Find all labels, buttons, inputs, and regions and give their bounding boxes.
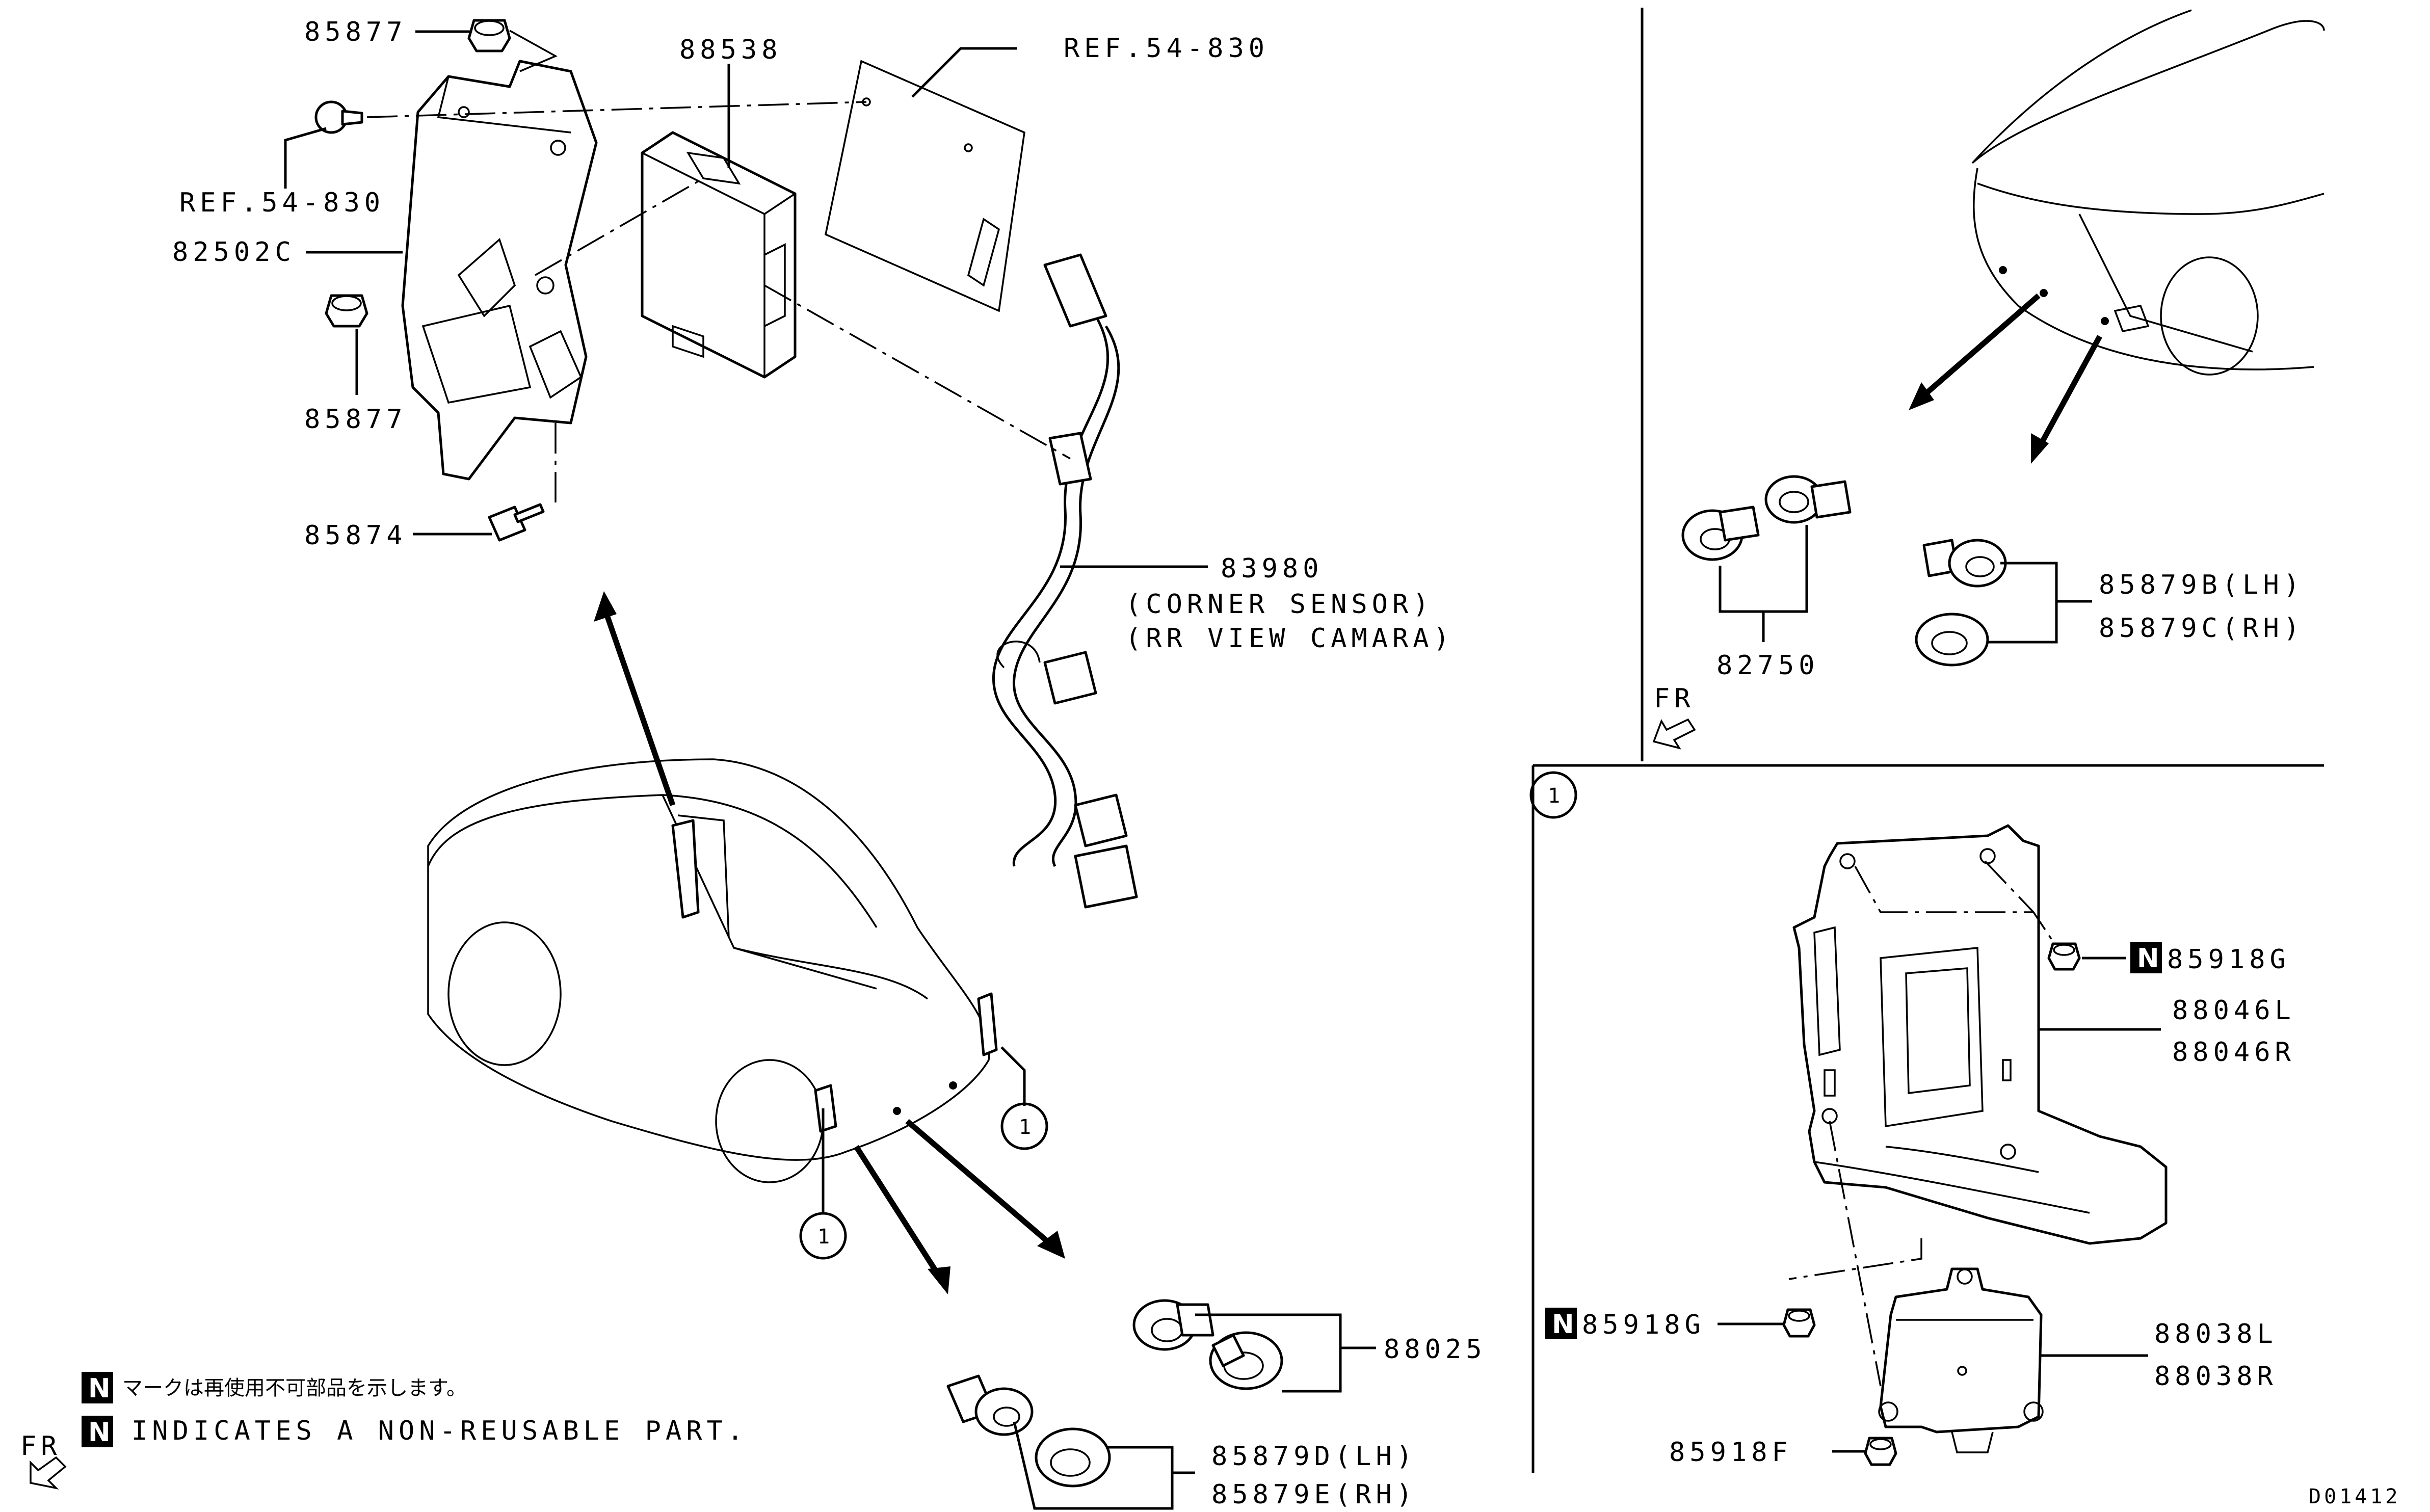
callouts-detail (1718, 957, 2161, 1453)
badge-85918g-top: N (2130, 942, 2162, 974)
car-front-view (1971, 9, 2325, 376)
svg-text:N: N (1552, 1309, 1574, 1340)
callouts-top-left (284, 30, 1208, 568)
arrows-left (594, 591, 1065, 1294)
label-85879d: 85879D(LH) (1211, 1441, 1417, 1472)
label-85877-top: 85877 (304, 17, 407, 47)
note-en: INDICATES A NON-REUSABLE PART. (131, 1416, 748, 1446)
fr-label-right: FR (1654, 683, 1695, 714)
bracket-82502c (401, 30, 598, 481)
label-88538: 88538 (679, 35, 782, 65)
detail-ref-label-a: 1 (817, 1225, 833, 1249)
label-88046r: 88046R (2172, 1037, 2295, 1068)
sensor-85879b-c (1915, 539, 2007, 667)
control-unit-88538 (641, 131, 797, 379)
label-83980: 83980 (1221, 553, 1324, 584)
clip-ref-left (314, 100, 363, 134)
nut-85918g-bottom (1782, 1308, 1816, 1338)
fr-arrow-right (1652, 718, 1696, 750)
svg-text:N: N (2137, 943, 2159, 974)
nut-85918g-top (2047, 942, 2081, 971)
detail-ref-circles (799, 771, 1577, 1260)
badge-85918g-bottom: N (1545, 1308, 1577, 1340)
label-88038r: 88038R (2154, 1361, 2278, 1392)
panel-frames (1531, 8, 2324, 1473)
bracket-85879d-e (1013, 1421, 1195, 1510)
detail-ref-label-c: 1 (1548, 784, 1563, 808)
label-85877-bottom: 85877 (304, 404, 407, 435)
assembly-lines-detail (1788, 860, 2055, 1387)
sensor-82750 (1681, 475, 1852, 561)
label-corner-sensor: (CORNER SENSOR) (1125, 589, 1434, 620)
bracket-85879b-c (1988, 562, 2092, 644)
fr-label-left: FR (20, 1431, 62, 1462)
label-88025: 88025 (1384, 1334, 1487, 1365)
arrows-right (1909, 293, 2102, 464)
detail-ref-label-b: 1 (1019, 1116, 1034, 1139)
label-ref-54-830-left: REF.54-830 (179, 188, 385, 218)
legend-badge-en: N (82, 1416, 113, 1448)
nut-85918f (1864, 1437, 1897, 1466)
label-ref-54-830-top: REF.54-830 (1064, 33, 1269, 64)
drawing-code: D01412 (2309, 1485, 2401, 1508)
label-82502c: 82502C (172, 237, 296, 268)
ref-unit-54-830 (825, 60, 1025, 312)
label-88046l: 88046L (2172, 995, 2295, 1026)
unit-88038 (1878, 1267, 2044, 1453)
svg-text:N: N (88, 1373, 111, 1404)
bolt-85874 (488, 503, 545, 542)
label-85918f: 85918F (1669, 1437, 1792, 1468)
label-82750: 82750 (1716, 650, 1819, 681)
harness-83980 (992, 253, 1138, 909)
nut-85877-bottom (325, 294, 368, 328)
label-88038l: 88038L (2154, 1319, 2278, 1349)
assembly-lines (366, 101, 1071, 505)
label-85874: 85874 (304, 520, 407, 551)
label-85879b: 85879B(LH) (2099, 570, 2304, 600)
label-rr-view-camara: (RR VIEW CAMARA) (1125, 623, 1454, 654)
note-jp: マークは再使用不可部品を示します。 (122, 1376, 467, 1400)
sensor-88025 (1132, 1299, 1283, 1390)
bracket-88025 (1195, 1313, 1376, 1393)
fr-arrow-left (30, 1456, 67, 1490)
svg-text:N: N (88, 1417, 111, 1448)
bracket-88046 (1792, 824, 2168, 1245)
legend-badge-jp: N (82, 1372, 113, 1404)
sensor-85879d-e (946, 1374, 1111, 1488)
nut-85877-top (467, 19, 511, 52)
label-85918g-top: 85918G (2167, 944, 2290, 975)
label-85879c: 85879C(RH) (2099, 613, 2304, 644)
bracket-82750 (1719, 525, 1808, 642)
label-85879e: 85879E(RH) (1211, 1479, 1417, 1510)
label-85918g-bottom: 85918G (1582, 1310, 1705, 1340)
car-rear-view (427, 758, 998, 1183)
